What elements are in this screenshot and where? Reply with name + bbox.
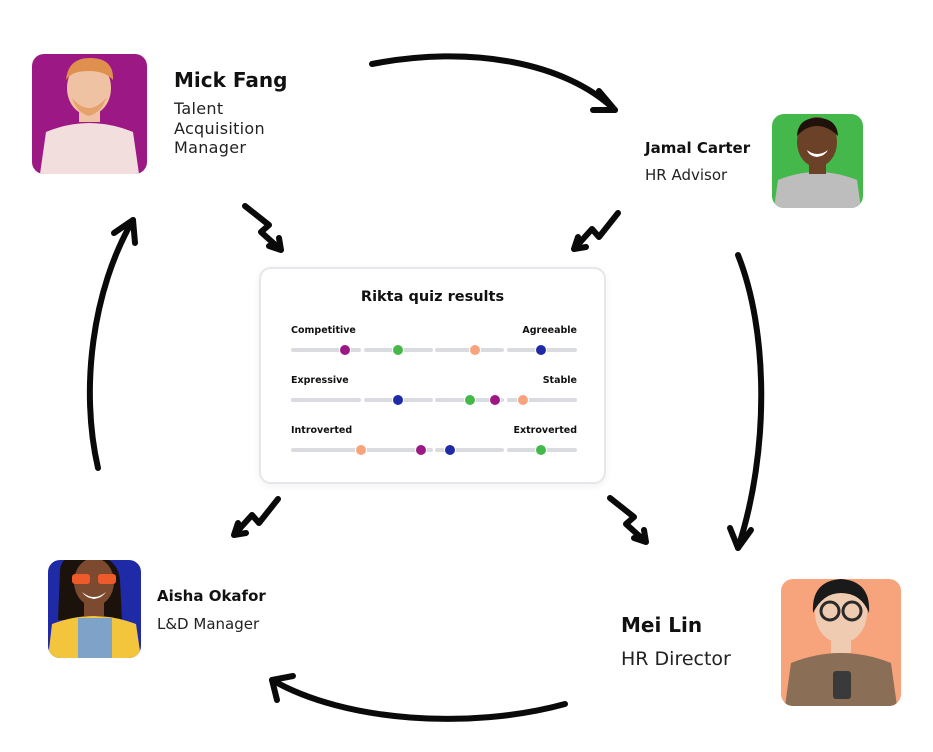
person-name-mick-fang: Mick Fang [174,68,287,92]
person-role-mick-fang: Talent Acquisition Manager [174,99,265,158]
trait-track-segment [291,398,361,402]
trait-marker-mei [469,344,481,356]
role-line: Manager [174,138,265,158]
trait-left-label: Competitive [291,325,356,336]
role-line: L&D Manager [157,615,259,633]
person-role-aisha-okafor: L&D Manager [157,615,259,633]
trait-left-label: Introverted [291,425,352,436]
role-line: HR Advisor [645,166,727,184]
lightning-icon [234,499,278,535]
trait-right-label: Agreeable [522,325,577,336]
person-photo-jamal [772,114,863,208]
trait-row-introverted-extroverted: Introverted Extroverted [291,425,577,465]
lightning-icon [610,498,646,542]
trait-marker-jamal [464,394,476,406]
trait-marker-mick [489,394,501,406]
trait-track [291,394,577,406]
trait-right-label: Extroverted [514,425,577,436]
quiz-results-title: Rikta quiz results [261,289,604,305]
trait-right-label: Stable [543,375,577,386]
arrow-aisha-to-mick [90,220,133,468]
avatar-mick-fang [32,54,147,174]
arrow-mick-to-jamal [372,56,615,110]
role-line: HR Director [621,648,731,671]
arrow-jamal-to-mei [738,255,761,548]
trait-marker-jamal [535,444,547,456]
trait-track [291,444,577,456]
lightning-icon [245,206,281,250]
trait-marker-aisha [535,344,547,356]
trait-track-segment [291,448,361,452]
trait-marker-mei [355,444,367,456]
arrow-mei-to-aisha [272,680,565,719]
trait-track [291,344,577,356]
person-photo-mei [781,579,901,706]
person-photo-aisha [48,560,141,658]
person-name-aisha-okafor: Aisha Okafor [157,587,266,605]
quiz-results-card: Rikta quiz results Competitive Agreeable… [259,267,606,484]
person-name-jamal-carter: Jamal Carter [645,139,750,157]
trait-row-expressive-stable: Expressive Stable [291,375,577,415]
trait-marker-mick [339,344,351,356]
role-line: Talent [174,99,265,119]
avatar-mei-lin [781,579,901,706]
person-photo-mick [32,54,147,174]
lightning-icon [574,213,618,249]
avatar-jamal-carter [772,114,863,208]
role-line: Acquisition [174,119,265,139]
trait-marker-mei [517,394,529,406]
trait-marker-aisha [444,444,456,456]
person-role-mei-lin: HR Director [621,648,731,671]
trait-row-competitive-agreeable: Competitive Agreeable [291,325,577,365]
person-role-jamal-carter: HR Advisor [645,166,727,184]
trait-left-label: Expressive [291,375,349,386]
trait-marker-jamal [392,344,404,356]
avatar-aisha-okafor [48,560,141,658]
trait-marker-mick [415,444,427,456]
trait-marker-aisha [392,394,404,406]
person-name-mei-lin: Mei Lin [621,613,702,637]
